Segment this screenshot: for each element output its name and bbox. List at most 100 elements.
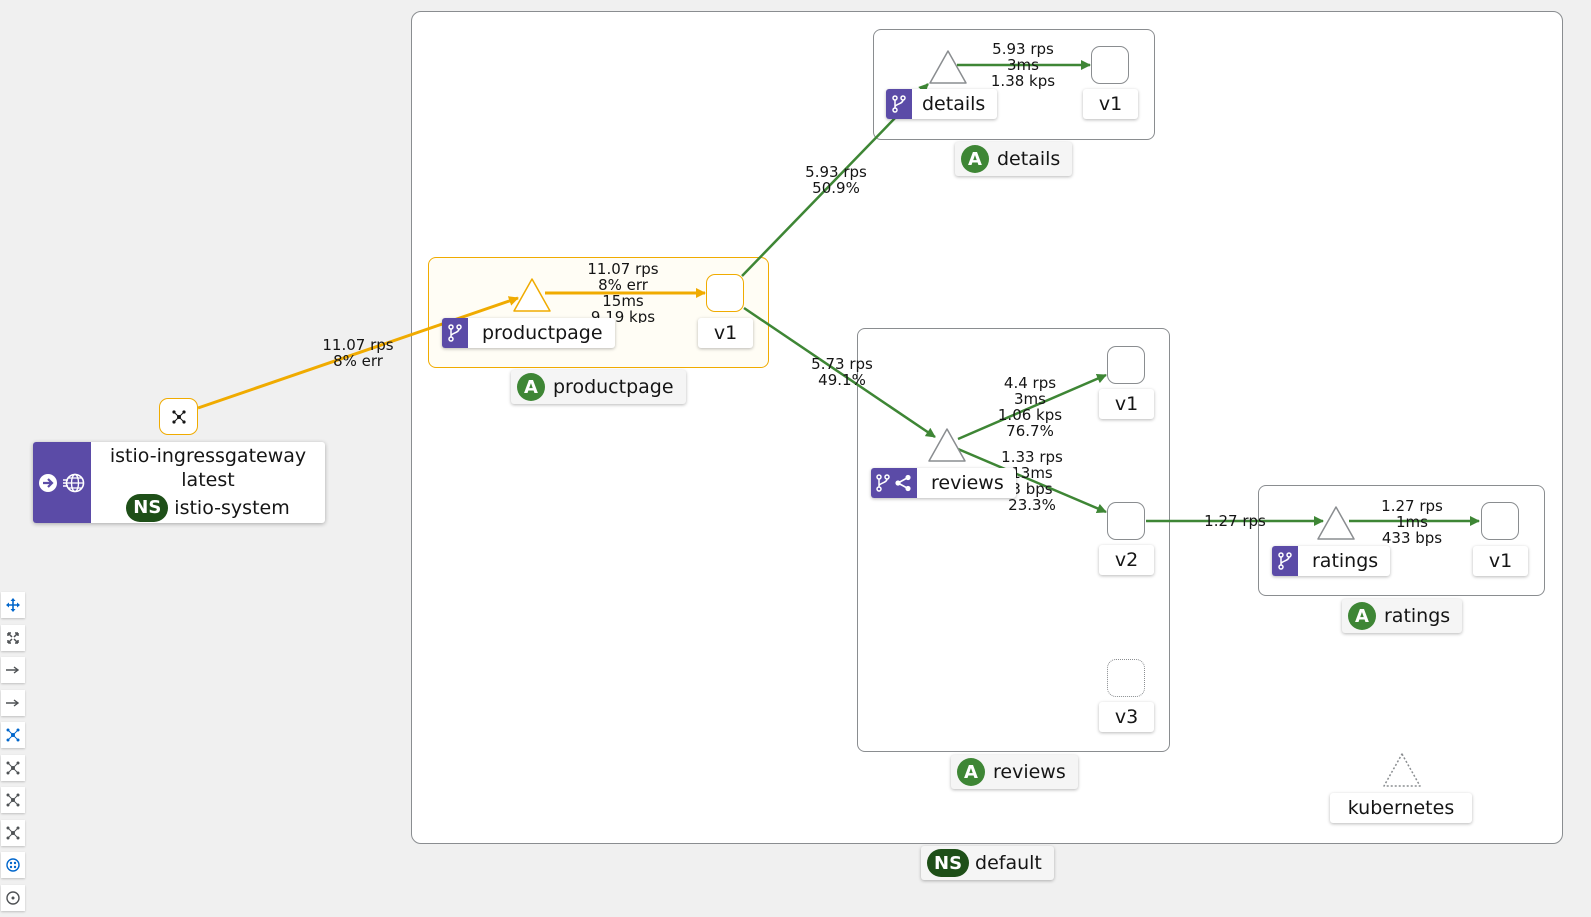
service-badge	[871, 468, 917, 498]
service-badge	[886, 89, 912, 119]
gateway-badge	[33, 442, 91, 523]
globe-icon	[63, 473, 85, 492]
edge-rps: 11.07 rps	[322, 336, 394, 354]
version-text: v3	[1114, 706, 1139, 728]
service-label-productpage[interactable]: productpage	[442, 318, 615, 348]
edge-percent: 50.9%	[812, 179, 860, 197]
edge-latency: 1ms	[1396, 513, 1428, 531]
layout-icon[interactable]	[1, 722, 25, 748]
namespace-label-default[interactable]: NS default	[921, 846, 1054, 880]
branch-icon	[1278, 552, 1292, 570]
version-label-details-v1[interactable]: v1	[1083, 89, 1138, 119]
version-text: v1	[1488, 550, 1513, 572]
edge-err: 8% err	[333, 352, 383, 370]
version-label-productpage-v1[interactable]: v1	[698, 318, 753, 348]
edge-label-productpage-details: 5.93 rps 50.9%	[798, 164, 874, 196]
ns-badge: NS	[126, 493, 169, 522]
app-name: ratings	[1384, 605, 1451, 627]
service-badge	[1272, 546, 1298, 576]
version-text: v1	[1098, 93, 1123, 115]
gateway-workload-node[interactable]	[159, 398, 198, 435]
app-badge: A	[517, 373, 545, 401]
app-badge: A	[961, 145, 989, 173]
edge-throughput: 433 bps	[1381, 529, 1443, 547]
edge-latency: 15ms	[602, 292, 644, 310]
version-label-reviews-v2[interactable]: v2	[1099, 545, 1154, 575]
namespace-icon[interactable]	[1, 852, 25, 878]
namespace-name: default	[975, 852, 1042, 874]
edge-percent: 49.1%	[818, 371, 866, 389]
edge-throughput: 3 bps	[1011, 480, 1053, 498]
branch-icon	[892, 95, 906, 113]
service-label-kubernetes[interactable]: kubernetes	[1330, 793, 1472, 823]
branch-icon	[876, 474, 890, 492]
gateway-version: latest	[181, 468, 235, 491]
service-node-kubernetes[interactable]	[1382, 752, 1422, 788]
version-label-reviews-v3[interactable]: v3	[1099, 702, 1154, 732]
service-name: kubernetes	[1347, 797, 1455, 819]
service-node-ratings[interactable]	[1316, 505, 1356, 541]
workload-icon	[171, 409, 186, 424]
edge-latency: 3ms	[1014, 390, 1046, 408]
layout-icon[interactable]	[1, 787, 25, 813]
edge-percent: 76.7%	[1006, 422, 1054, 440]
app-label-productpage[interactable]: A productpage	[511, 370, 686, 404]
version-label-reviews-v1[interactable]: v1	[1099, 389, 1154, 419]
graph-toolbar	[1, 592, 27, 917]
service-node-details[interactable]	[928, 49, 968, 85]
layout-icon[interactable]	[1, 754, 25, 781]
gateway-namespace-row: NS istio-system	[126, 493, 290, 522]
version-text: v1	[1114, 393, 1139, 415]
gateway-namespace: istio-system	[174, 496, 290, 519]
edge-reviews-v1	[957, 373, 1107, 441]
version-label-ratings-v1[interactable]: v1	[1473, 546, 1528, 576]
edge-throughput: 1.06 kps	[997, 406, 1063, 424]
edge-label-reviews-ratings: 1.27 rps	[1195, 513, 1275, 529]
layout-icon[interactable]	[1, 819, 25, 846]
edge-label-gateway-productpage: 11.07 rps 8% err	[318, 337, 398, 369]
app-name: reviews	[993, 761, 1066, 783]
move-icon[interactable]	[1, 592, 25, 618]
edge-rps: 1.27 rps	[1204, 512, 1266, 530]
workload-node-details-v1[interactable]	[1091, 46, 1129, 84]
edge-err: 8% err	[598, 276, 648, 294]
service-badge	[442, 318, 468, 348]
workload-node-reviews-v1[interactable]	[1107, 346, 1145, 384]
edge-label-productpage-reviews: 5.73 rps 49.1%	[804, 356, 880, 388]
service-node-reviews[interactable]	[927, 427, 967, 463]
service-label-reviews[interactable]: reviews	[871, 468, 1016, 498]
workload-node-reviews-v3[interactable]	[1107, 659, 1145, 697]
edge-percent: 23.3%	[1008, 496, 1056, 514]
namespace-icon[interactable]	[1, 884, 25, 911]
arrow-icon[interactable]	[1, 689, 25, 716]
arrow-icon[interactable]	[1, 657, 25, 683]
app-label-details[interactable]: A details	[955, 142, 1073, 176]
edge-latency: 13ms	[1011, 464, 1053, 482]
edge-label-productpage-internal: 11.07 rps 8% err 15ms 9.19 kps	[581, 261, 665, 323]
edge-label-ratings-internal: 1.27 rps 1ms 433 bps	[1372, 498, 1452, 546]
branch-icon	[448, 324, 462, 342]
app-name: details	[997, 148, 1061, 170]
service-name: ratings	[1312, 550, 1379, 572]
service-label-ratings[interactable]: ratings	[1272, 546, 1391, 576]
service-node-productpage[interactable]	[512, 277, 552, 313]
gateway-label[interactable]: istio-ingressgateway latest NS istio-sys…	[33, 442, 325, 523]
service-name: details	[922, 93, 986, 115]
workload-node-ratings-v1[interactable]	[1481, 502, 1519, 540]
fit-icon[interactable]	[1, 624, 25, 651]
edge-throughput: 1.38 kps	[990, 72, 1056, 90]
edge-rps: 5.73 rps	[811, 355, 873, 373]
edge-rps: 11.07 rps	[587, 261, 659, 278]
version-text: v1	[713, 322, 738, 344]
service-label-details[interactable]: details	[886, 89, 998, 119]
workload-node-reviews-v2[interactable]	[1107, 502, 1145, 540]
edge-rps: 5.93 rps	[992, 40, 1054, 58]
app-label-reviews[interactable]: A reviews	[951, 755, 1078, 789]
app-badge: A	[1348, 602, 1376, 630]
gateway-name: istio-ingressgateway	[109, 444, 307, 467]
gateway-text: istio-ingressgateway latest NS istio-sys…	[91, 442, 325, 523]
app-label-ratings[interactable]: A ratings	[1342, 599, 1463, 633]
edge-latency: 3ms	[1007, 56, 1039, 74]
workload-node-productpage-v1[interactable]	[706, 274, 744, 312]
edge-rps: 4.4 rps	[1003, 374, 1057, 392]
